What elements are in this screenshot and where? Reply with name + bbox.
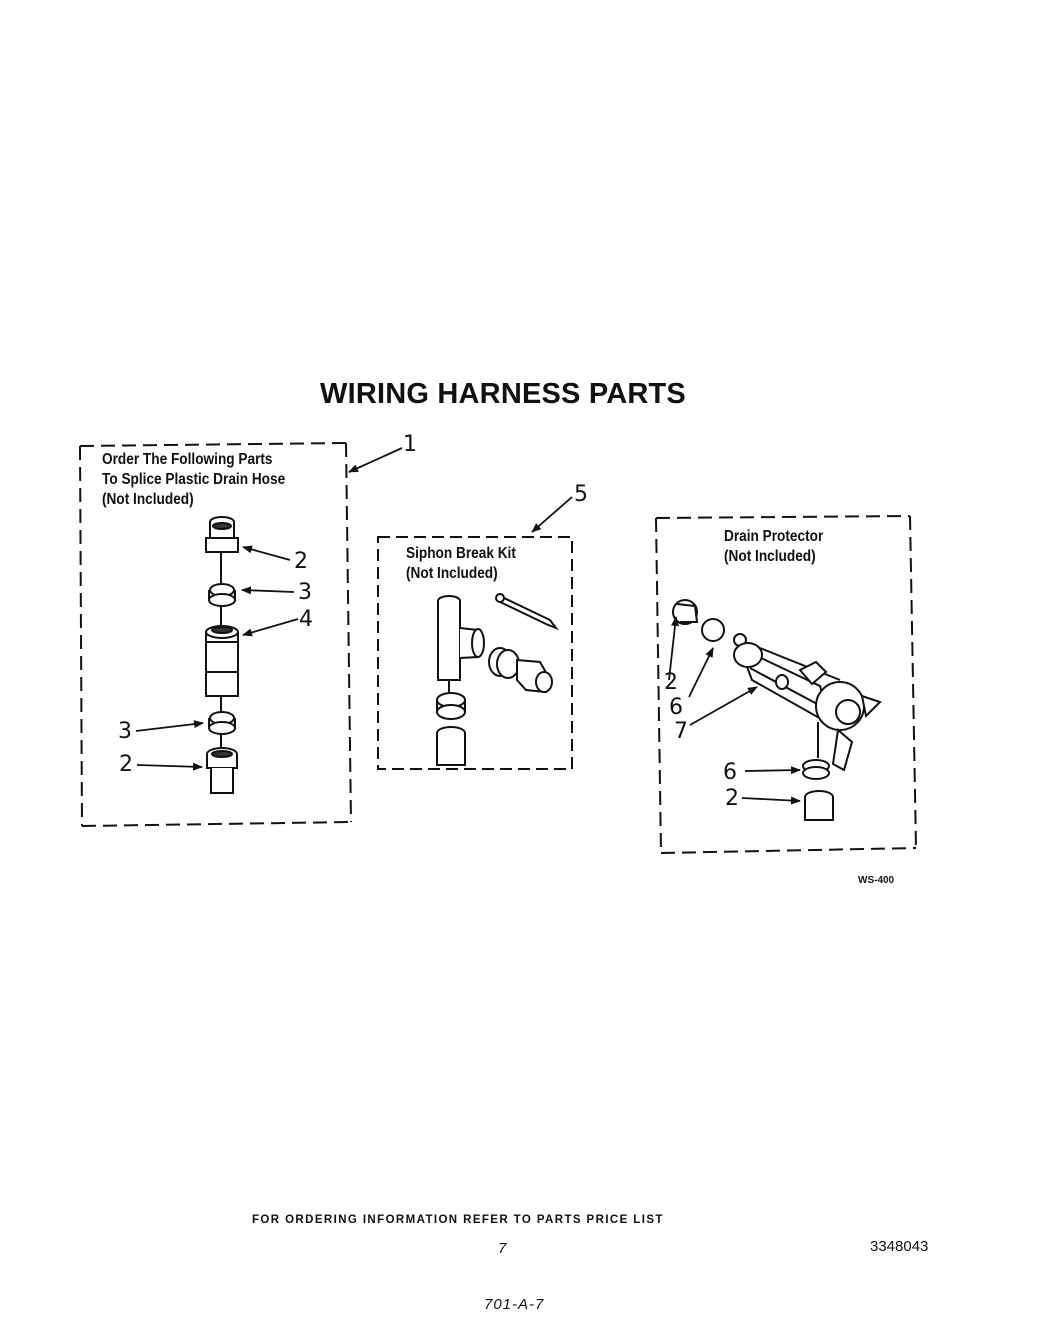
siphon-heading-line2: (Not Included)	[406, 565, 498, 582]
drain-heading-line1: Drain Protector	[724, 528, 824, 545]
leader-splice-2a	[242, 545, 291, 561]
page-number: 7	[498, 1240, 507, 1257]
drain-panel-border	[655, 515, 917, 854]
drain-parts	[672, 599, 882, 821]
callout-5: 5	[574, 482, 588, 507]
callout-drain-2b: 2	[725, 786, 739, 811]
splice-panel-heading: Order The Following Parts To Splice Plas…	[102, 450, 285, 510]
ordering-footer: FOR ORDERING INFORMATION REFER TO PARTS …	[252, 1214, 664, 1226]
splice-heading-line1: Order The Following Parts	[102, 451, 273, 468]
figure-code: WS-400	[858, 875, 895, 886]
leader-splice-3b	[135, 720, 204, 732]
leader-drain-2a	[668, 616, 679, 681]
leader-drain-2b	[741, 796, 801, 805]
leader-splice-4	[242, 618, 299, 637]
callout-splice-2b: 2	[119, 752, 133, 777]
callout-drain-6a: 6	[669, 695, 683, 720]
document-number: 3348043	[870, 1238, 929, 1255]
callout-drain-2a: 2	[664, 670, 678, 695]
callout-drain-6b: 6	[723, 760, 737, 785]
siphon-heading-line1: Siphon Break Kit	[406, 545, 516, 562]
siphon-panel-heading: Siphon Break Kit (Not Included)	[406, 544, 516, 584]
handwritten-code: 701-A-7	[484, 1296, 545, 1313]
leader-splice-3a	[241, 586, 295, 595]
callout-splice-3b: 3	[118, 719, 132, 744]
leader-drain-6a	[688, 647, 714, 698]
leader-drain-6b	[744, 766, 801, 775]
callout-drain-7: 7	[674, 719, 688, 744]
drain-panel-heading: Drain Protector (Not Included)	[724, 527, 823, 567]
splice-panel-border	[79, 442, 352, 827]
splice-heading-line2: To Splice Plastic Drain Hose	[102, 471, 286, 488]
callout-splice-2a: 2	[294, 549, 308, 574]
splice-heading-line3: (Not Included)	[102, 491, 194, 508]
siphon-parts	[436, 593, 559, 766]
callout-splice-4: 4	[299, 607, 313, 632]
splice-parts	[205, 516, 239, 794]
siphon-panel-border	[377, 536, 573, 770]
leader-splice-2b	[136, 762, 203, 771]
page-title: WIRING HARNESS PARTS	[320, 378, 686, 410]
callout-splice-3a: 3	[298, 580, 312, 605]
leader-drain-7	[689, 686, 758, 726]
leader-5	[531, 496, 573, 533]
leader-1	[348, 447, 403, 473]
drain-heading-line2: (Not Included)	[724, 548, 816, 565]
callout-1: 1	[403, 432, 417, 457]
